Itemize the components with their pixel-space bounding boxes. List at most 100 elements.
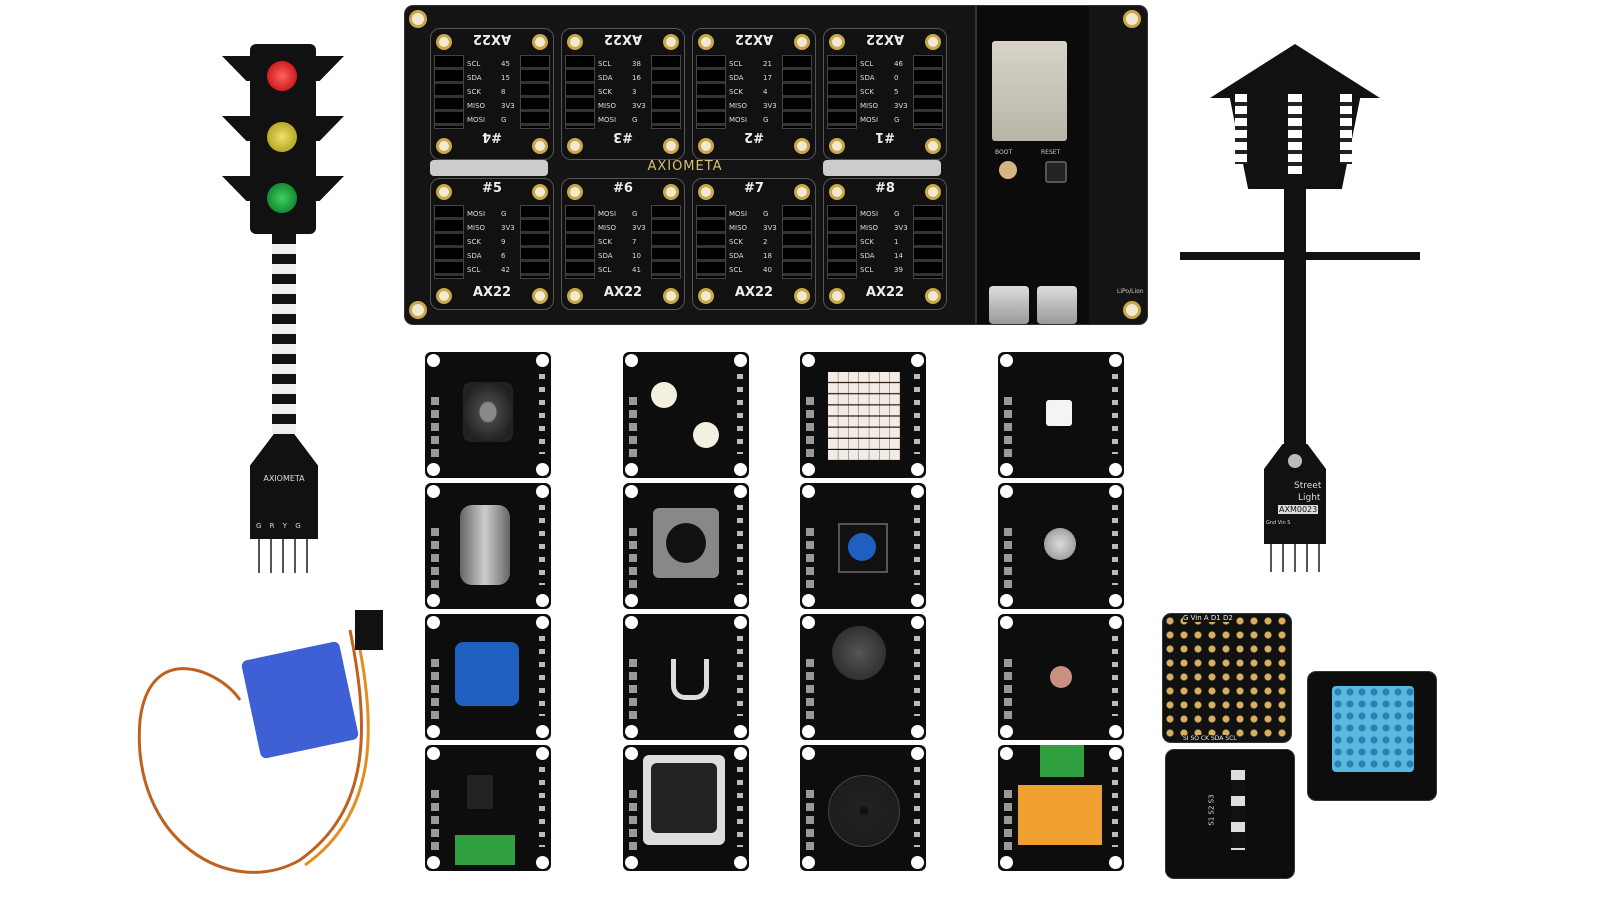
mount-hole [829, 288, 845, 304]
brand-label: AXIOMETA [263, 474, 305, 483]
module-part [625, 856, 638, 869]
street-label-1: Street [1294, 481, 1322, 491]
pin-name: MOSI [860, 210, 879, 218]
key-switch-module [623, 745, 749, 871]
boot-button[interactable] [999, 161, 1017, 179]
module-part [734, 594, 747, 607]
module-part [911, 725, 924, 738]
module-part [467, 775, 493, 809]
module-part [1112, 767, 1118, 847]
pin-name: MISO [860, 102, 879, 110]
pin-number: G [501, 116, 507, 124]
pin-name: SDA [598, 74, 613, 82]
pin-name: SCK [467, 238, 481, 246]
module-part [651, 763, 717, 833]
module-part [625, 354, 638, 367]
pin-name: SCL [860, 266, 874, 274]
pin-name: SDA [860, 252, 875, 260]
module-part [914, 374, 920, 454]
street-label-2: Light [1298, 493, 1321, 503]
header-socket [434, 205, 464, 279]
module-part [1044, 528, 1076, 560]
module-part [802, 725, 815, 738]
module-part [802, 463, 815, 476]
module-part [1000, 463, 1013, 476]
usb-c-port[interactable] [989, 286, 1029, 324]
module-part [1004, 659, 1012, 719]
pin-number: 17 [763, 74, 772, 82]
module-part [693, 422, 719, 448]
pin-number: 0 [894, 74, 899, 82]
servo-motor [130, 610, 390, 880]
module-part [911, 354, 924, 367]
green-light [267, 183, 297, 213]
usb-c-port[interactable] [1037, 286, 1077, 324]
module-part [431, 528, 439, 588]
module-part [427, 856, 440, 869]
pin-name: SDA [860, 74, 875, 82]
module-part [431, 790, 439, 850]
module-part [734, 747, 747, 760]
pin-name: SCL [860, 60, 874, 68]
module-part [1112, 636, 1118, 716]
rgb-led-module [998, 352, 1124, 478]
module-part [455, 642, 519, 706]
pin-name: MISO [467, 224, 486, 232]
pin-number: 7 [632, 238, 637, 246]
pin-name: MISO [598, 102, 617, 110]
module-part [914, 505, 920, 585]
reset-button[interactable] [1045, 161, 1067, 183]
slot-label: AX22 [603, 285, 643, 300]
boot-label: BOOT [995, 149, 1013, 156]
mount-hole [794, 138, 810, 154]
rotary-encoder-module [623, 483, 749, 609]
pin-number: 3V3 [632, 102, 646, 110]
pin-number: 21 [763, 60, 772, 68]
module-part [734, 856, 747, 869]
pin-labels: G R Y G [256, 522, 304, 530]
module-part [911, 463, 924, 476]
module-part [1050, 666, 1072, 688]
pin-name: MISO [860, 224, 879, 232]
pin-number: 2 [763, 238, 768, 246]
red-light [267, 61, 297, 91]
module-part [460, 505, 510, 585]
pin-name: SCL [729, 60, 743, 68]
pin-number: 6 [501, 252, 506, 260]
module-part [629, 790, 637, 850]
pin-name: MISO [598, 224, 617, 232]
mount-hole [698, 184, 714, 200]
pin-name: SCL [467, 266, 481, 274]
slot-label: AX22 [865, 285, 905, 300]
module-part [737, 767, 743, 847]
pin-name: MOSI [467, 116, 486, 124]
module-part [734, 725, 747, 738]
module-part [1004, 528, 1012, 588]
mount-hole [925, 34, 941, 50]
module-part [1109, 725, 1122, 738]
pin-number: 8 [501, 88, 506, 96]
servo-cable [137, 629, 370, 874]
pin-name: MOSI [598, 116, 617, 124]
module-part [427, 594, 440, 607]
module-part [666, 523, 706, 563]
pin-name: SDA [598, 252, 613, 260]
humidity-sensor-module [1308, 672, 1436, 800]
buzzer-module [800, 745, 926, 871]
module-part [625, 747, 638, 760]
pin-number: 3V3 [894, 102, 908, 110]
slot-number: #7 [744, 181, 764, 196]
pin-name: MISO [729, 224, 748, 232]
pin-number: 39 [894, 266, 903, 274]
module-part [629, 528, 637, 588]
module-part [651, 382, 677, 408]
pin-number: 5 [894, 88, 899, 96]
